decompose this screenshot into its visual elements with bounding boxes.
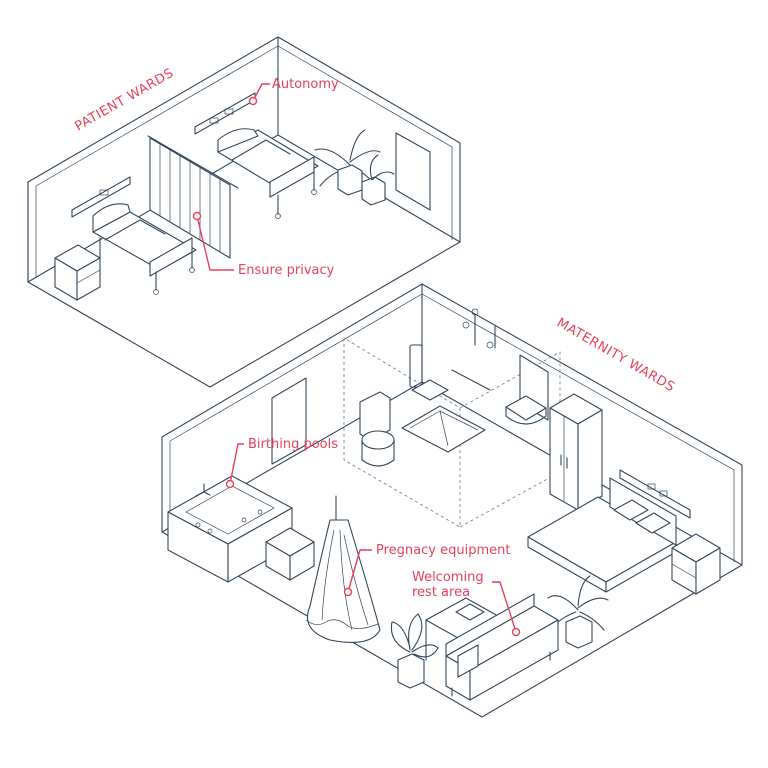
callout-birthing-pools: Birthing pools: [225, 437, 338, 489]
patient-ward-room: [27, 36, 461, 388]
potted-plant-maternity-right: [547, 575, 609, 649]
label-autonomy: Autonomy: [272, 77, 339, 92]
label-ensure-privacy: Ensure privacy: [238, 263, 335, 278]
callout-welcoming-rest-area: Welcoming rest area: [412, 570, 521, 637]
side-table: [425, 597, 499, 679]
potted-plant-maternity-left: [390, 613, 439, 689]
maternity-head-panel: [619, 469, 691, 519]
toilet: [359, 391, 395, 467]
label-welcoming: Welcoming: [412, 570, 484, 585]
bed-head-panel-left: [71, 176, 131, 218]
label-birthing-pools: Birthing pools: [248, 437, 338, 452]
shower-fixtures: [409, 308, 496, 391]
shower-tray: [401, 405, 486, 453]
sink-and-mirror: [505, 354, 549, 425]
wardrobe: [549, 393, 603, 511]
potted-plant-patient-ward: [314, 129, 395, 206]
birthing-pool: [167, 475, 315, 583]
bed-head-panel-right: [194, 92, 256, 135]
privacy-curtain: [147, 135, 239, 259]
sofa: [445, 593, 559, 701]
callout-autonomy: Autonomy: [248, 77, 339, 106]
hospital-bed-left: [92, 203, 197, 295]
nightstand-maternity: [671, 533, 721, 595]
label-rest-area: rest area: [412, 585, 470, 600]
hospital-bed-right: [217, 128, 319, 219]
shower-seat: [411, 379, 449, 401]
room-title-patient-wards: PATIENT WARDS: [73, 66, 177, 135]
birthing-support-rope: [305, 495, 381, 643]
callout-privacy: Ensure privacy: [192, 211, 335, 278]
callout-pregnancy-equipment: Pregnacy equipment: [343, 543, 510, 597]
nightstand-left: [54, 244, 101, 301]
label-pregnancy-equipment: Pregnacy equipment: [376, 543, 510, 558]
room-title-maternity-wards: MATERNITY WARDS: [554, 315, 677, 395]
